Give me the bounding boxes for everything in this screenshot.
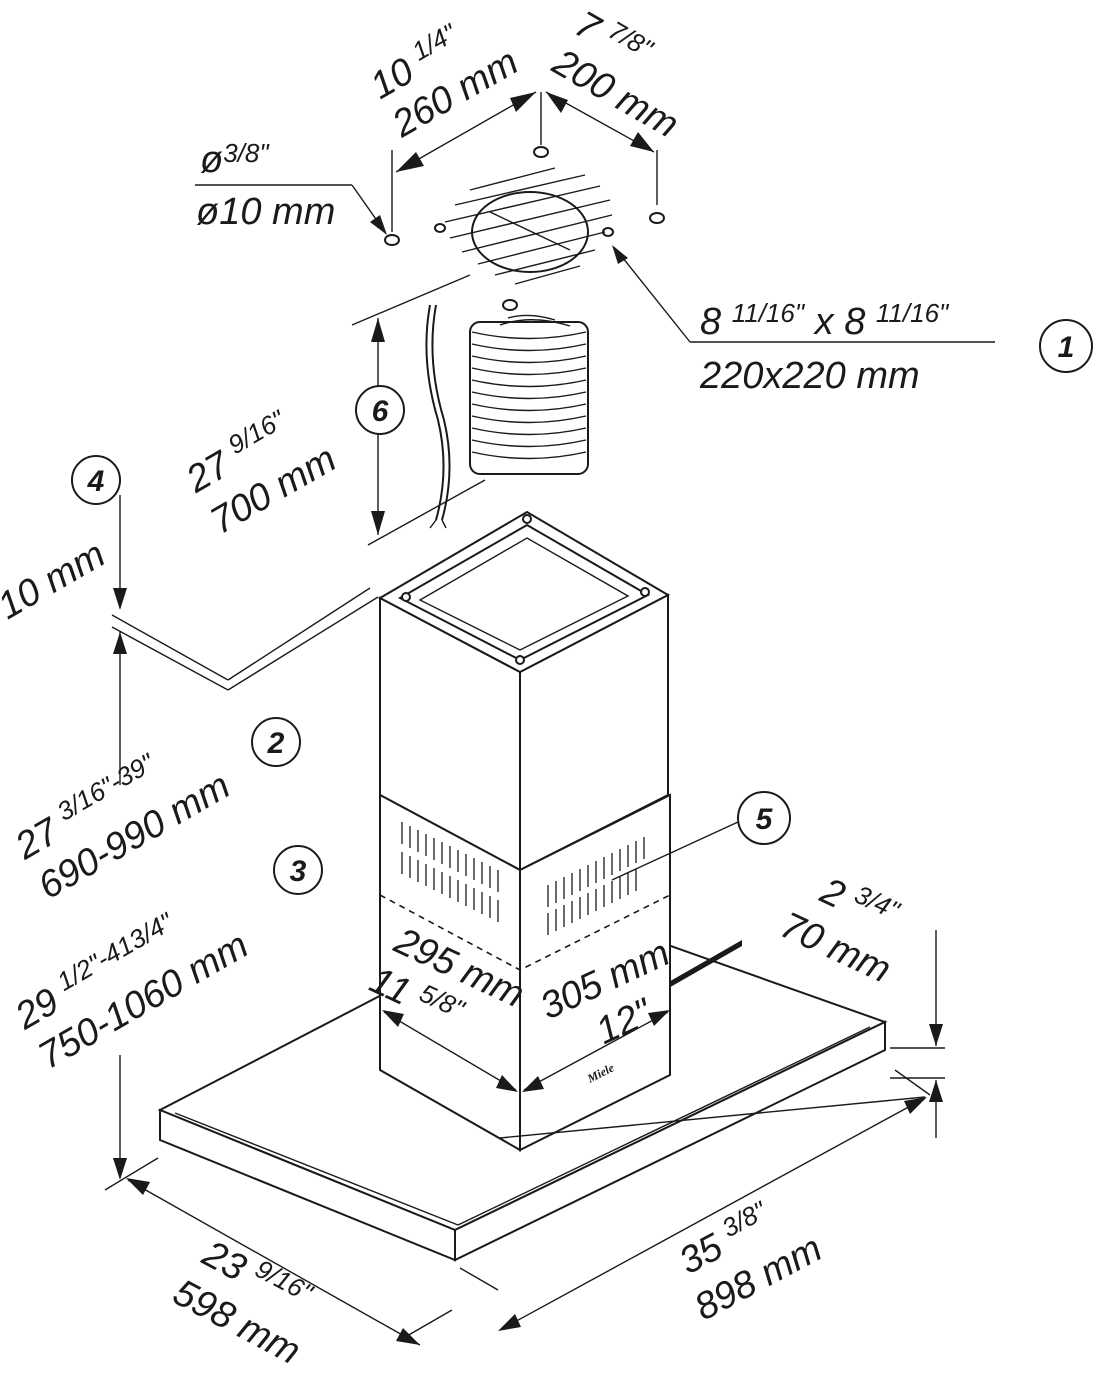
arrow-head [496,1075,518,1092]
mounting-hole [502,299,518,311]
callout-1-number: 1 [1058,331,1075,364]
svg-text:10 mm: 10 mm [0,533,112,627]
callout-3-circle [273,845,323,895]
arrow-head [612,245,628,264]
duct-opening-circle [471,191,589,273]
arrow-head [498,1314,521,1331]
arrow-head [370,215,387,235]
svg-text:8 11/16" x 8: 8 11/16" x 8 11/16" [700,289,950,343]
mounting-hole [384,234,400,246]
chimney-width-line [523,1011,669,1091]
canopy-width-line [499,1097,926,1331]
callout-6-circle [355,385,405,435]
mounting-hole [649,212,665,224]
arrow-head [929,1024,943,1046]
canopy-width-label: 35 3/8" 898 mm [673,1195,829,1330]
chimney-depth-line [383,1011,517,1091]
callout-6-number: 6 [372,395,389,428]
arrow-head [522,1076,544,1092]
arrow-head [648,1010,670,1026]
callout-3-number: 3 [290,855,307,888]
chimney: Miele 5 295 mm 11 5/8" 305 mm 12" [363,510,791,1152]
arrow-head [113,588,127,610]
extension-line [104,1157,159,1191]
vent-grille-left [401,822,499,922]
arrow-head [904,1097,927,1114]
arrow-head [382,1010,404,1027]
ceiling-line [111,614,229,681]
arrow-head [510,92,536,112]
leader-line [611,821,739,881]
extension-line [894,1069,931,1096]
width-dimension-label: 7 7/8" 200 mm [545,3,686,146]
callout-5-circle [737,791,791,845]
arrow-head [371,318,385,342]
arrow-head [630,132,654,152]
arrow-head [371,511,385,535]
vent-grille-right [547,837,645,935]
canopy-width-line [499,1096,926,1139]
ceiling-cutout-hatch [444,167,613,285]
callout-2-circle [251,717,301,767]
mounting-hole [533,146,549,158]
hole-diameter-label: ø3/8" ø10 mm [196,138,335,233]
arrow-head [396,1328,420,1345]
power-cable [425,304,451,529]
ceiling-hole-layout: 10 1/4" 260 mm 7 7/8" 200 mm ø3/8" ø10 m… [195,3,686,311]
canopy-front-right [454,1020,886,1262]
telescope-line [379,894,671,971]
ceiling-line [111,626,229,691]
svg-text:ø10 mm: ø10 mm [196,191,335,233]
arrow-head [396,152,424,172]
canopy-width-dim-line [498,1097,927,1331]
callout-4-circle [71,455,121,505]
svg-text:ø3/8": ø3/8" [200,138,270,181]
callout-2-number: 2 [267,727,285,760]
arrow-head [929,1080,943,1102]
extension-line [367,479,486,546]
callout-1-circle [1039,319,1093,373]
ceiling-line [227,587,371,681]
leader-line [614,247,691,343]
callout-5-number: 5 [756,803,774,836]
duct-height-dimension: 27 9/16" 700 mm 6 [179,274,486,546]
extension-line [351,274,471,326]
callout-4-number: 4 [87,465,105,498]
flexible-duct [469,314,589,475]
arrow-head [546,92,568,113]
arrow-head [126,1178,150,1195]
mounting-hole [434,223,446,233]
cutout-dimension: 8 11/16" x 8 11/16" 220x220 mm 1 [612,245,1093,397]
arrow-head [113,632,127,654]
svg-text:3/8": 3/8" [0,542,9,592]
chimney-top [377,510,671,674]
chimney-lower-right [519,793,671,1152]
arrow-head [113,1158,127,1180]
svg-text:220x220 mm: 220x220 mm [699,355,920,397]
canopy-depth-label: 23 9/16" 598 mm [166,1232,319,1373]
canopy-depth-line [127,1179,421,1346]
depth-dimension-label: 10 1/4" 260 mm [364,17,526,146]
ceiling-gap-dimension: 3/8" 10 mm 4 [0,455,379,785]
ceiling-line [227,596,379,691]
